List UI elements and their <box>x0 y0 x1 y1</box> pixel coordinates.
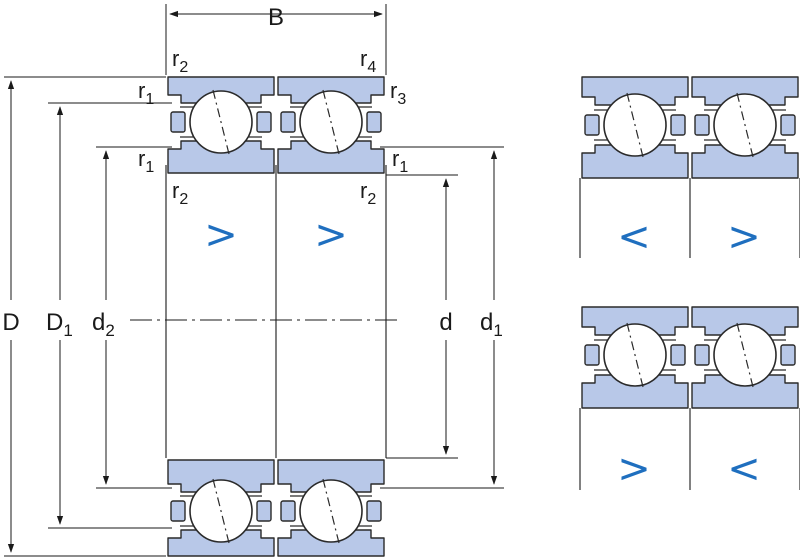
bearing-right-top-section <box>277 76 385 174</box>
dimension-d1 <box>380 146 504 489</box>
bottom-view-right-direction-icon: < <box>727 446 761 492</box>
dimension-D <box>4 76 166 557</box>
label-r1-right: r1 <box>392 146 408 176</box>
label-r3: r3 <box>390 78 406 108</box>
dimension-D1 <box>48 102 172 529</box>
label-r1-upper-left: r1 <box>138 78 154 108</box>
arrangement-view-top: < > <box>579 76 800 260</box>
label-D: D <box>2 309 19 336</box>
label-d1: d1 <box>480 309 503 340</box>
label-d: d <box>439 309 452 336</box>
bearing-left-bottom-section <box>167 459 275 557</box>
bottom-view-left-direction-icon: > <box>617 446 651 492</box>
label-r2-bottom-right: r2 <box>360 178 376 208</box>
label-r4: r4 <box>360 46 376 76</box>
main-bearing-pair <box>130 76 400 557</box>
label-D1: D1 <box>46 309 73 340</box>
label-B: B <box>268 4 284 31</box>
label-d2: d2 <box>92 309 115 340</box>
arrangement-view-bottom: > < <box>579 306 800 492</box>
top-view-right-direction-icon: > <box>727 214 761 260</box>
main-right-direction-icon: > <box>314 212 348 258</box>
bearing-left-top-section <box>167 76 275 174</box>
label-r2-top-left: r2 <box>172 46 188 76</box>
dimension-d2 <box>96 146 172 489</box>
main-left-direction-icon: > <box>204 212 238 258</box>
label-r1-lower-left: r1 <box>138 146 154 176</box>
dimension-B <box>165 4 387 75</box>
top-view-left-direction-icon: < <box>617 214 651 260</box>
label-r2-bottom-left: r2 <box>172 178 188 208</box>
dimension-d <box>386 174 458 459</box>
bearing-right-bottom-section <box>277 459 385 557</box>
